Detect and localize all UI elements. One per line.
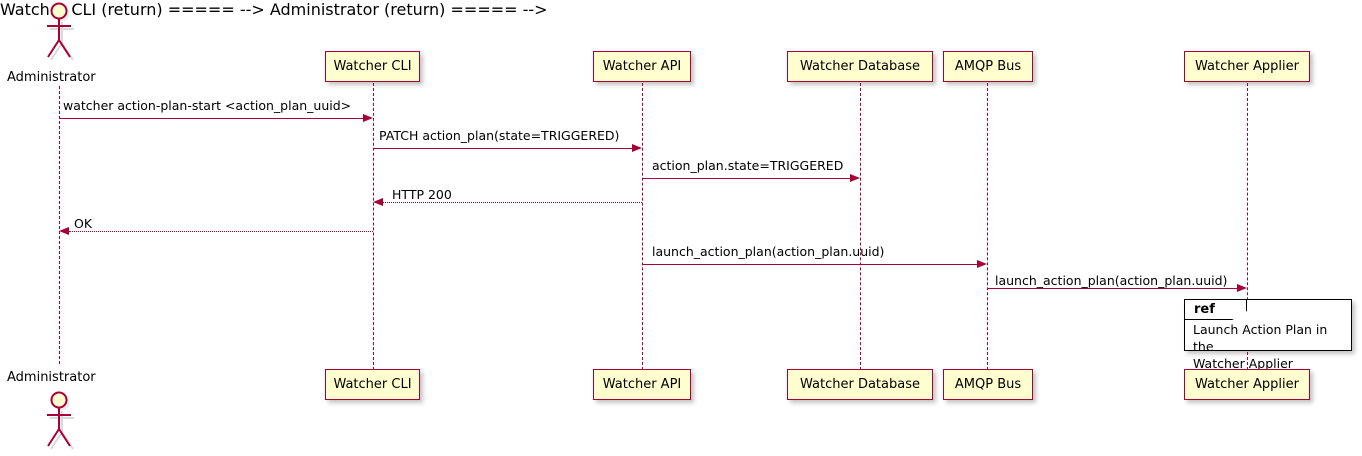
participant-watcher-api-top[interactable]: Watcher API (593, 51, 691, 82)
participant-label: Watcher Database (800, 377, 920, 392)
message-label-2: PATCH action_plan(state=TRIGGERED) (379, 128, 620, 143)
ref-fragment-text-line-2: Watcher Applier (1193, 355, 1293, 371)
message-arrowhead-2 (632, 143, 642, 152)
message-label-4: HTTP 200 (392, 187, 452, 202)
message-arrowhead-1 (363, 113, 373, 122)
participant-watcher-database-bottom[interactable]: Watcher Database (787, 369, 933, 400)
actor-label-administrator-top: Administrator (7, 70, 96, 85)
participant-label: AMQP Bus (954, 377, 1022, 392)
participant-label: Watcher API (602, 59, 682, 74)
actor-figure-administrator-bottom (47, 391, 74, 450)
message-line-6 (642, 264, 977, 265)
participant-label: AMQP Bus (954, 59, 1022, 74)
message-label-5: OK (74, 216, 93, 231)
participant-watcher-cli-bottom[interactable]: Watcher CLI (325, 369, 420, 400)
message-line-2 (373, 148, 632, 149)
actor-figure-administrator-top (47, 2, 74, 61)
lifeline-amqp-bus (987, 83, 988, 370)
participant-watcher-cli-top[interactable]: Watcher CLI (325, 51, 420, 82)
participant-label: Watcher CLI (333, 59, 412, 74)
participant-amqp-bus-bottom[interactable]: AMQP Bus (943, 369, 1033, 400)
message-label-6: launch_action_plan(action_plan.uuid) (652, 244, 885, 259)
participant-watcher-api-bottom[interactable]: Watcher API (593, 369, 691, 400)
lifeline-watcher-cli (373, 83, 374, 370)
participant-label: Watcher Applier (1195, 377, 1299, 392)
participant-amqp-bus-top[interactable]: AMQP Bus (943, 51, 1033, 82)
message-line-4 (383, 202, 642, 203)
ref-fragment-tag: ref (1185, 300, 1247, 320)
message-line-1 (59, 118, 363, 119)
ref-fragment[interactable]: ref Launch Action Plan in the Watcher Ap… (1184, 299, 1352, 371)
message-label-7: launch_action_plan(action_plan.uuid) (995, 273, 1228, 288)
participant-watcher-applier-top[interactable]: Watcher Applier (1184, 51, 1310, 82)
ref-fragment-text: Launch Action Plan in the Watcher Applie… (1193, 322, 1345, 373)
message-line-7 (987, 288, 1237, 289)
message-arrowhead-4 (373, 197, 383, 206)
message-arrowhead-3 (850, 173, 860, 182)
message-line-5 (69, 231, 373, 232)
lifeline-watcher-api (642, 83, 643, 370)
participant-label: Watcher CLI (333, 377, 412, 392)
lifeline-watcher-applier (1247, 83, 1248, 370)
participant-watcher-applier-bottom[interactable]: Watcher Applier (1184, 369, 1310, 400)
participant-watcher-database-top[interactable]: Watcher Database (787, 51, 933, 82)
ref-fragment-text-line-1: Launch Action Plan in the (1193, 322, 1328, 354)
message-label-3: action_plan.state=TRIGGERED (652, 158, 844, 173)
message-line-3 (642, 178, 850, 179)
participant-label: Watcher Database (800, 59, 920, 74)
participant-label: Watcher API (602, 377, 682, 392)
actor-label-administrator-bottom: Administrator (7, 370, 96, 385)
lifeline-watcher-database (860, 83, 861, 370)
message-arrowhead-5 (59, 226, 69, 235)
participant-label: Watcher Applier (1195, 59, 1299, 74)
lifeline-administrator (59, 86, 60, 364)
message-label-1: watcher action-plan-start <action_plan_u… (63, 98, 352, 113)
message-arrowhead-6 (977, 259, 987, 268)
message-arrowhead-7 (1237, 283, 1247, 292)
